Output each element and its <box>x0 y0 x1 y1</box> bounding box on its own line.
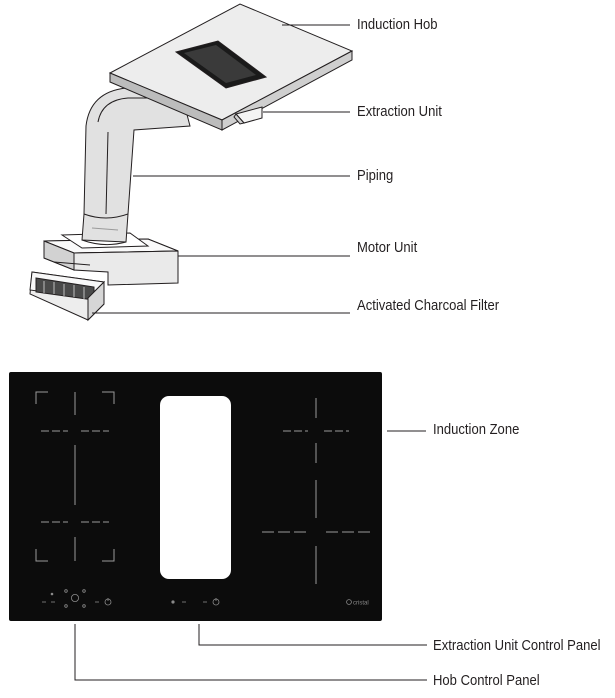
zone-select-key[interactable] <box>64 589 68 593</box>
brand-logo: cristal <box>346 599 369 607</box>
label-piping: Piping <box>357 168 394 184</box>
label-induction-hob: Induction Hob <box>357 17 438 33</box>
left-cooking-zone-markings <box>35 391 115 562</box>
piping-illustration <box>81 87 191 246</box>
fan-indicator-icon <box>171 600 175 604</box>
leader-hob-control-panel <box>74 624 427 681</box>
extraction-window <box>160 396 231 579</box>
charcoal-filter-illustration <box>29 271 106 322</box>
bottom-leader-lines <box>74 430 427 681</box>
right-cooking-zone-markings <box>262 398 370 584</box>
extraction-unit-illustration <box>233 106 263 125</box>
extraction-control-panel <box>171 598 220 606</box>
label-motor-unit: Motor Unit <box>357 240 418 256</box>
label-extraction-control-panel: Extraction Unit Control Panel <box>433 638 601 654</box>
hob-control-panel <box>42 589 112 608</box>
label-charcoal-filter: Activated Charcoal Filter <box>357 298 500 314</box>
zone-select-center-key[interactable] <box>71 594 80 603</box>
label-hob-control-panel: Hob Control Panel <box>433 673 540 689</box>
top-leader-lines <box>92 24 350 314</box>
zone-select-key[interactable] <box>64 604 68 608</box>
hob-plan-view: cristal <box>9 372 382 621</box>
zone-select-key[interactable] <box>82 589 86 593</box>
leader-extraction-control-panel <box>198 624 427 646</box>
label-induction-zone: Induction Zone <box>433 422 520 438</box>
zone-select-key[interactable] <box>82 604 86 608</box>
brand-mark-text: cristal <box>353 601 369 607</box>
hob-assembly-illustration <box>29 3 354 322</box>
label-extraction-unit: Extraction Unit <box>357 104 442 120</box>
